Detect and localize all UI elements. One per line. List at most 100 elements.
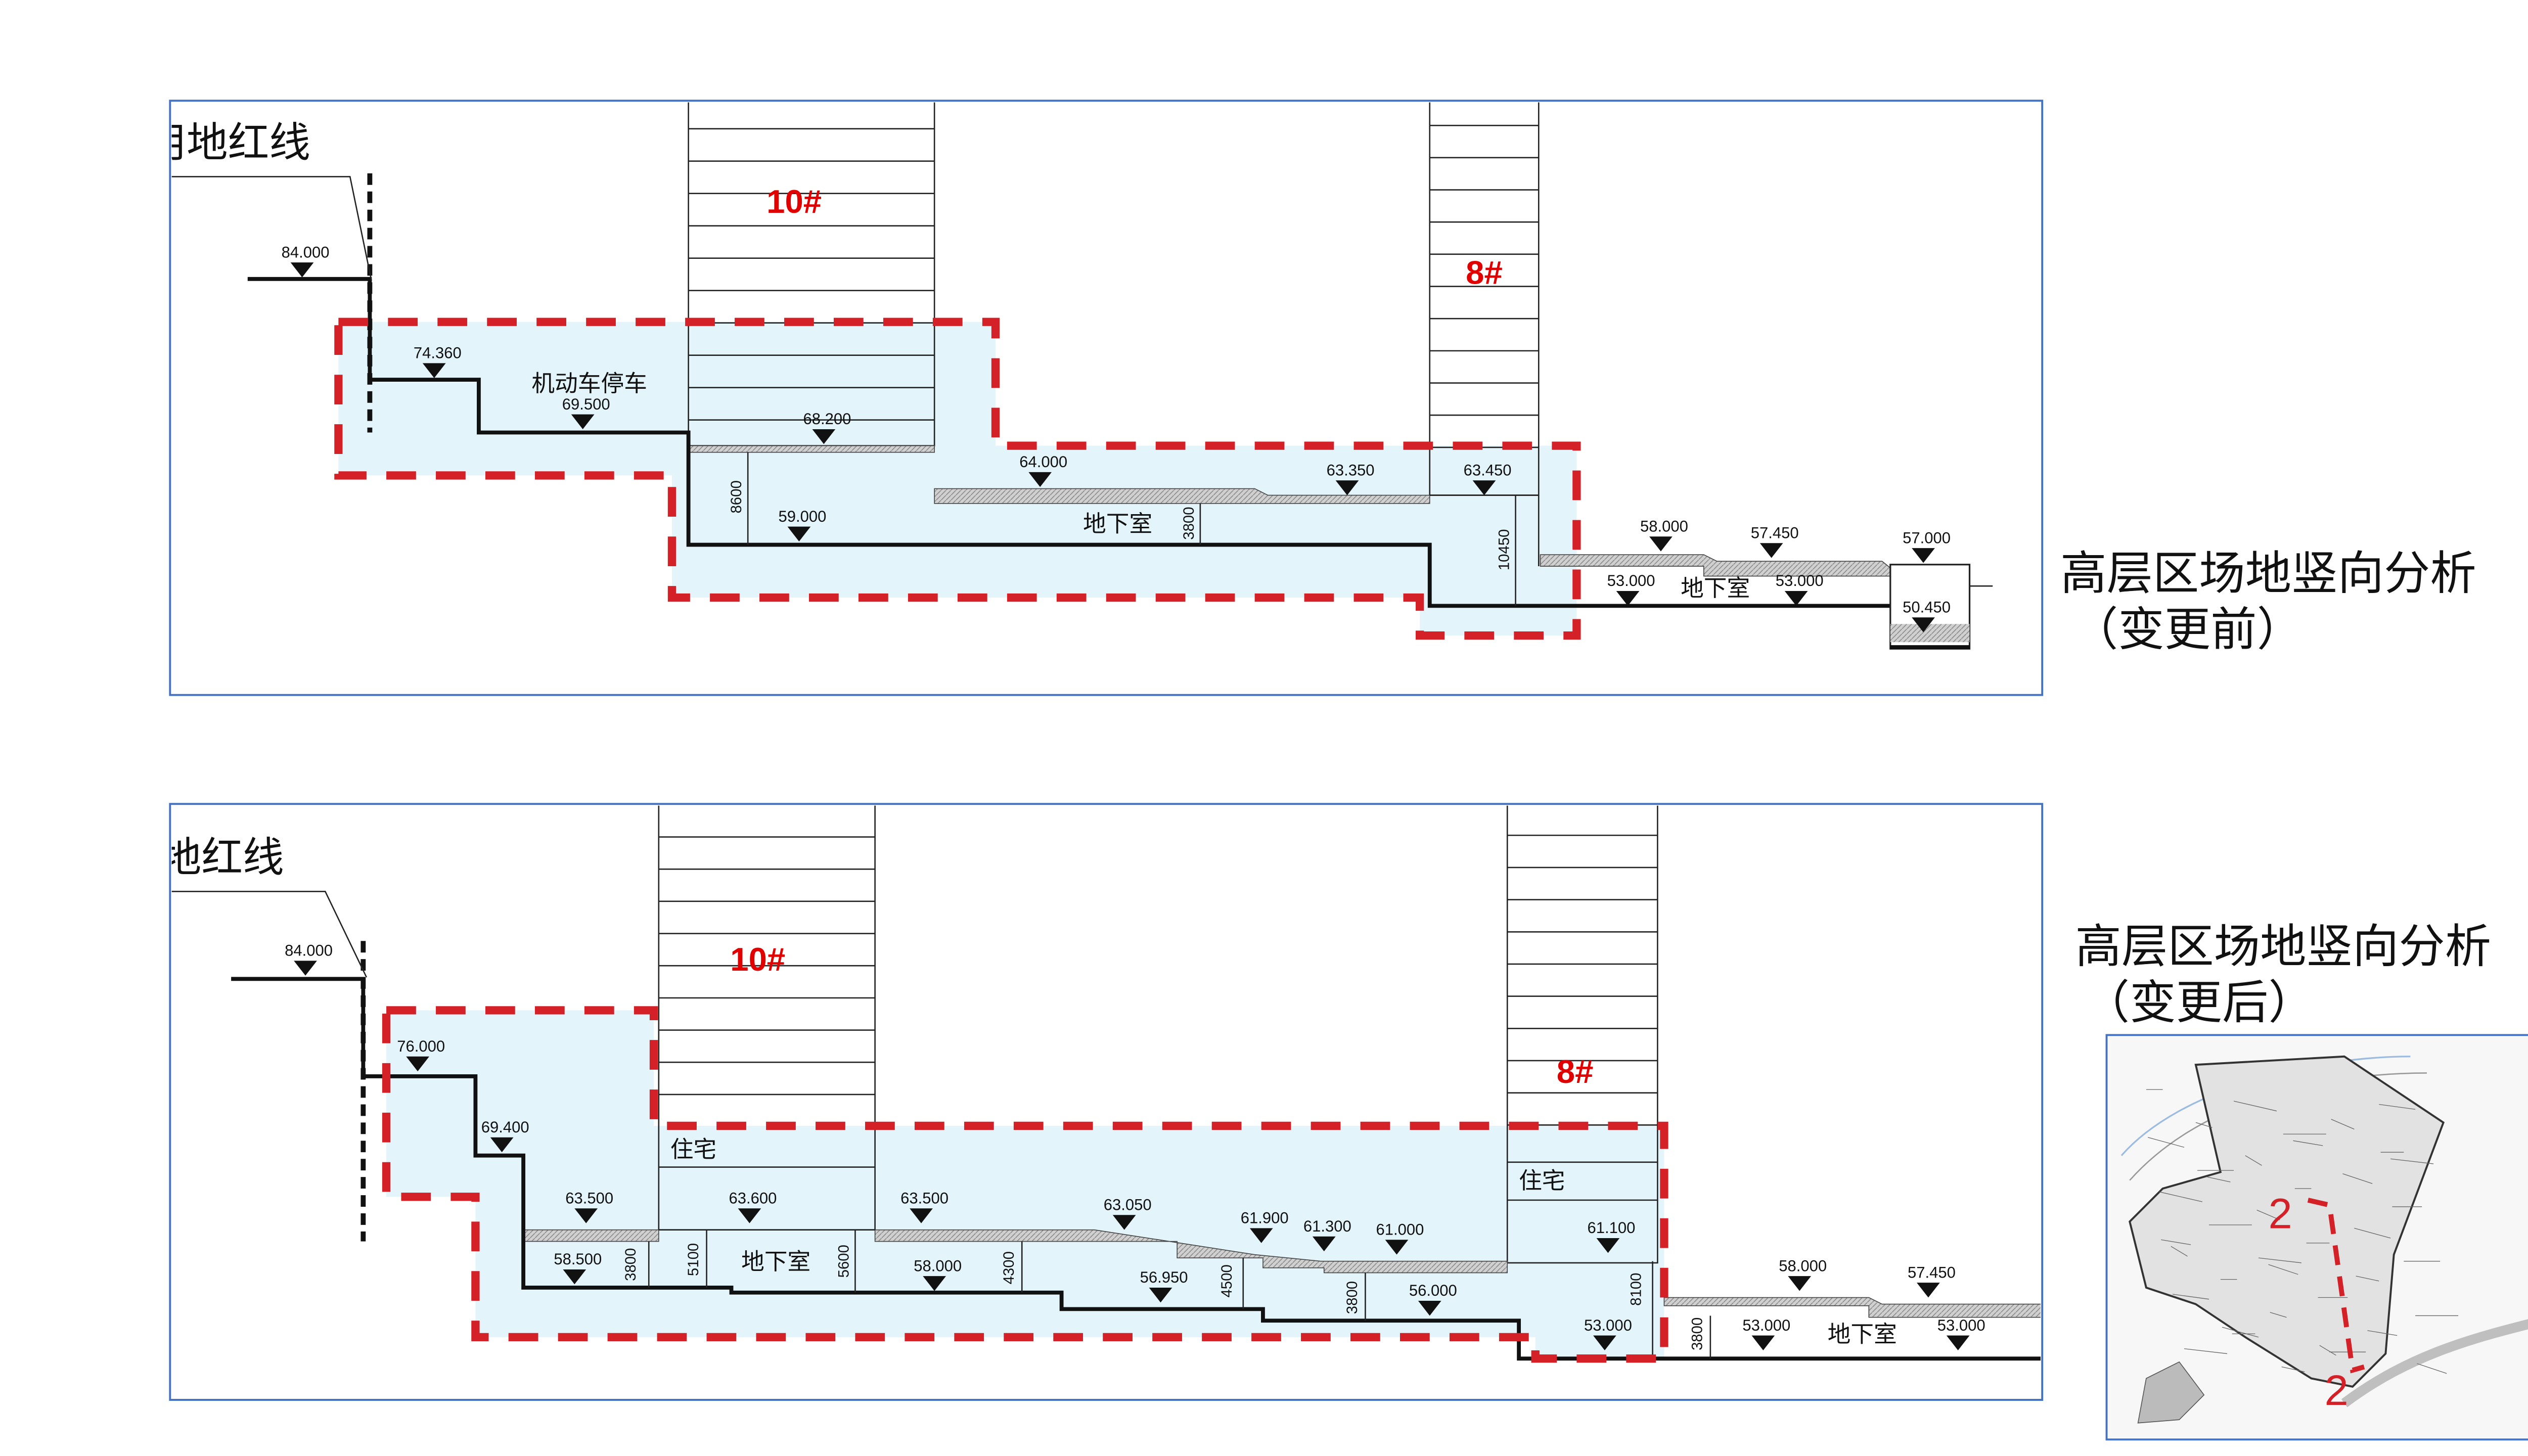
room-label-basement: 地下室 — [1828, 1322, 1897, 1347]
elevation-label: 58.000 — [1779, 1257, 1827, 1275]
map-detail — [2159, 1191, 2203, 1202]
elevation-label: 58.000 — [914, 1257, 962, 1275]
elevation-marker-icon — [1335, 480, 1359, 495]
elevation-marker-icon — [294, 961, 317, 976]
map-detail — [2258, 1257, 2301, 1263]
map-detail — [2173, 1294, 2209, 1300]
elevation-label: 53.000 — [1937, 1316, 1985, 1334]
elevation-marker-icon — [923, 1276, 946, 1291]
section-before-frame — [169, 100, 2044, 696]
elevation-label: 61.300 — [1303, 1217, 1351, 1235]
elevation-label: 68.200 — [803, 410, 851, 428]
elevation-label: 61.000 — [1376, 1220, 1424, 1238]
analysis-zone-border — [382, 1006, 1668, 1363]
elevation-label: 57.000 — [1903, 529, 1951, 547]
map-detail — [2161, 1239, 2191, 1245]
analysis-zone — [386, 1010, 1664, 1359]
subtitle-before: （变更前） — [2072, 604, 2303, 656]
elevation-marker-icon — [406, 1056, 429, 1072]
elevation-label: 59.000 — [779, 508, 827, 525]
elevation-label: 61.100 — [1588, 1219, 1636, 1237]
elevation-marker-icon — [787, 526, 811, 542]
map-detail — [2268, 1264, 2298, 1275]
map-detail — [2293, 1140, 2323, 1146]
elevation-label: 56.000 — [1409, 1282, 1457, 1299]
map-detail — [2195, 1122, 2213, 1128]
elevation-marker-icon — [1751, 1335, 1775, 1351]
dimension-label: 8100 — [1628, 1273, 1645, 1306]
dimension-label: 4300 — [1001, 1251, 1017, 1284]
elevation-marker-icon — [571, 414, 595, 429]
elevation-label: 53.000 — [1607, 572, 1655, 589]
elevation-marker-icon — [1418, 1301, 1441, 1316]
map-detail — [2245, 1155, 2262, 1166]
map-detail — [2331, 1119, 2355, 1130]
elevation-marker-icon — [812, 429, 836, 444]
elevation-label: 63.600 — [729, 1189, 777, 1207]
site-plan-frame — [2105, 1034, 2528, 1441]
elevation-label: 53.000 — [1776, 572, 1824, 589]
building-label-8: 8# — [1466, 254, 1503, 291]
elevation-label: 84.000 — [282, 243, 330, 261]
elevation-marker-icon — [490, 1137, 514, 1153]
dimension-label: 5600 — [835, 1245, 852, 1278]
dimension-label: 10450 — [1496, 529, 1512, 571]
map-detail — [2233, 1101, 2277, 1112]
section-after: 用地红线 10# 8# 84.000 76.000 69.400 63.500 … — [171, 805, 2041, 1363]
elevation-marker-icon — [1917, 1283, 1940, 1298]
elevation-label: 69.500 — [562, 395, 610, 413]
elevation-marker-icon — [1759, 543, 1783, 558]
dimension-label: 5100 — [685, 1243, 702, 1276]
section-after-frame — [169, 803, 2044, 1401]
elevation-marker-icon — [1385, 1240, 1409, 1255]
map-detail — [2367, 1330, 2398, 1336]
elevation-label: 63.450 — [1464, 461, 1512, 479]
room-label-residential: 住宅 — [670, 1136, 716, 1162]
elevation-marker-icon — [1312, 1236, 1336, 1252]
section-before: 用地红线 10# 8# 84.000 74.360 69.500 68.200 … — [171, 102, 1993, 650]
map-detail — [2342, 1173, 2373, 1184]
dimension-label: 3800 — [1181, 507, 1197, 539]
room-label-parking: 机动车停车 — [531, 371, 647, 396]
map-detail — [2356, 1276, 2379, 1282]
elevation-label: 64.000 — [1019, 453, 1067, 471]
elevation-label: 76.000 — [397, 1037, 445, 1055]
dimension-label: 3800 — [622, 1248, 639, 1281]
elevation-label: 53.000 — [1584, 1316, 1632, 1334]
elevation-label: 63.050 — [1104, 1196, 1152, 1213]
analysis-zone — [338, 322, 1577, 636]
elevation-marker-icon — [574, 1208, 598, 1223]
elevation-marker-icon — [910, 1208, 933, 1223]
elevation-marker-icon — [563, 1269, 586, 1285]
title-before: 高层区场地竖向分析 — [2060, 548, 2476, 600]
section-cut-line — [2307, 1198, 2365, 1374]
elevation-marker-icon — [1616, 590, 1640, 606]
map-detail — [2281, 1367, 2305, 1373]
elevation-marker-icon — [1596, 1238, 1620, 1253]
map-detail — [2319, 1345, 2336, 1356]
map-detail — [2171, 1246, 2188, 1257]
building-label-8: 8# — [1557, 1053, 1594, 1090]
building-label-10: 10# — [730, 941, 785, 978]
map-detail — [2147, 1137, 2185, 1148]
elevation-label: 53.000 — [1742, 1316, 1790, 1334]
elevation-marker-icon — [1649, 536, 1673, 552]
map-detail — [2256, 1209, 2280, 1220]
title-after: 高层区场地竖向分析 — [2075, 921, 2491, 973]
slab — [1663, 1297, 2041, 1318]
elevation-marker-icon — [1472, 480, 1496, 495]
slab — [874, 1229, 1508, 1273]
map-detail — [2207, 1176, 2231, 1182]
elevation-marker-icon — [1912, 548, 1935, 563]
elevation-marker-icon — [1784, 590, 1808, 606]
slab — [523, 1229, 659, 1242]
elevation-label: 63.350 — [1327, 461, 1375, 479]
slab — [688, 445, 935, 453]
map-detail — [2390, 1158, 2434, 1164]
elevation-label: 63.500 — [900, 1189, 949, 1207]
site-plan-thumbnail[interactable]: 2 2 — [2108, 1036, 2528, 1438]
subtitle-after: （变更后） — [2084, 977, 2315, 1029]
elevation-label: 58.000 — [1640, 517, 1688, 535]
room-label-residential: 住宅 — [1519, 1168, 1565, 1194]
